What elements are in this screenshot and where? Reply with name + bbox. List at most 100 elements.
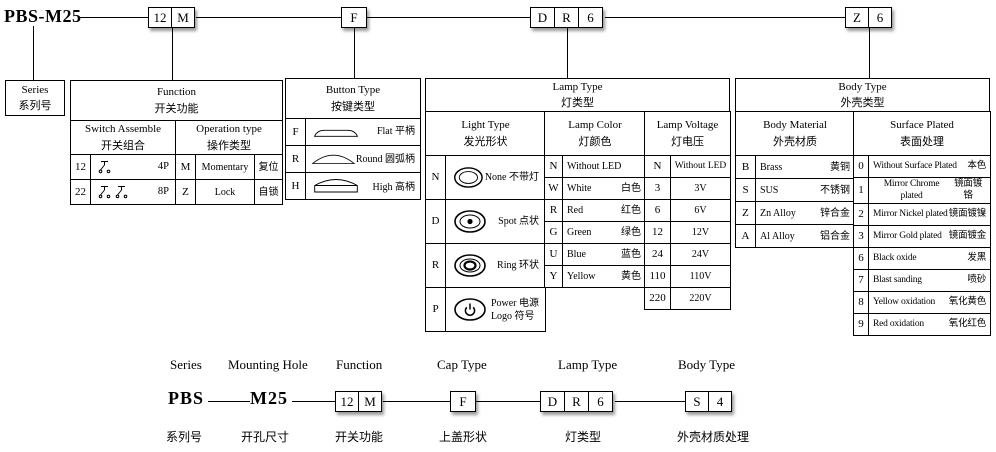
example-cn-lamp: 灯类型 (565, 430, 602, 444)
material-code: A (735, 224, 756, 248)
lamp-voltage-row: 110 110V (644, 265, 731, 288)
operation-header-zh: 操作类型 (207, 139, 251, 152)
connector-line (196, 17, 341, 18)
operation-type-header: Operation type 操作类型 (174, 120, 284, 155)
lamp-voltage-row: 24 24V (644, 243, 731, 266)
material-cell: Brass 黄铜 (754, 155, 856, 179)
code-cell: 4 (708, 391, 732, 412)
top-function-code-box: 12 M (148, 7, 195, 28)
material-code: S (735, 178, 756, 202)
surface-name-zh: 镜面镀金 (948, 231, 986, 242)
voltage-value: 24V (670, 243, 731, 266)
light-name-zh: 不带灯 (509, 172, 539, 183)
product-title: PBS-M25 (4, 6, 82, 26)
light-cell: Ring 环状 (445, 243, 546, 288)
operation-code: M (175, 154, 196, 180)
light-code: D (425, 199, 446, 244)
operation-code: Z (175, 179, 196, 205)
surface-code: 7 (853, 268, 869, 292)
light-type-table: Light Type 发光形状 N None 不带灯 D Spot (425, 111, 546, 332)
lamp-color-row: N Without LED (544, 155, 646, 178)
color-name-en: Without LED (567, 161, 622, 172)
voltage-value: Without LED (670, 155, 731, 178)
connector-line (383, 401, 450, 402)
code-cell: S (685, 391, 709, 412)
voltage-header-en: Lamp Voltage (656, 119, 719, 131)
voltage-value: 6V (670, 199, 731, 222)
assemble-code: 12 (70, 154, 91, 180)
example-mounting-code: M25 (250, 388, 288, 408)
power-logo-light-icon (454, 298, 486, 321)
connector-line (78, 17, 148, 18)
code-cell: R (564, 391, 589, 412)
code-cell: F (450, 391, 476, 412)
surface-name-zh: 本色 (967, 161, 986, 172)
top-cap-code-box: F (341, 7, 367, 28)
surface-name-zh: 镜面镀铬 (954, 179, 982, 202)
surface-name-zh: 氧化黄色 (948, 297, 986, 308)
voltage-value: 3V (670, 177, 731, 200)
light-type-row: N None 不带灯 (425, 155, 546, 200)
color-code: U (544, 243, 563, 266)
operation-zh: 自锁 (253, 179, 284, 205)
code-cell: M (171, 7, 195, 28)
surface-name-zh: 氧化红色 (948, 319, 986, 330)
example-cn-body: 外壳材质处理 (677, 430, 750, 444)
example-label-cap-type: Cap Type (437, 357, 487, 372)
light-cell: Spot 点状 (445, 199, 546, 244)
code-cell: R (554, 7, 579, 28)
body-material-header: Body Material 外壳材质 (734, 111, 856, 156)
color-name-zh: 红色 (621, 205, 641, 216)
cap-name-en: Round (355, 153, 383, 165)
voltage-code: 110 (644, 265, 671, 288)
operation-header-en: Operation type (196, 123, 262, 135)
assemble-header-en: Switch Assemble (84, 123, 162, 135)
surface-header-zh: 表面处理 (900, 135, 944, 148)
material-name-zh: 黄铜 (830, 161, 851, 173)
button-type-row: R Round 圆弧柄 (285, 145, 421, 173)
series-box: Series 系列号 (5, 80, 65, 116)
material-name-en: Zn Alloy (760, 207, 796, 219)
cap-name-en: High (372, 181, 393, 193)
surface-plated-table: Surface Plated 表面处理 0 Without Surface Pl… (853, 111, 991, 336)
example-label-body-type: Body Type (678, 357, 735, 372)
light-header-zh: 发光形状 (463, 135, 508, 148)
surface-name-en: Mirror Nickel plated (873, 209, 948, 220)
lamp-voltage-row: 220 220V (644, 287, 731, 310)
assemble-cell: 8P (90, 179, 176, 205)
material-name-en: Brass (760, 161, 783, 173)
top-body-code-box: Z 6 (845, 7, 892, 28)
example-label-mounting-hole: Mounting Hole (228, 357, 308, 372)
color-name-en: Yellow (567, 271, 596, 282)
lamp-voltage-row: 6 6V (644, 199, 731, 222)
button-type-table: Button Type 按键类型 F Flat 平柄 R (285, 78, 421, 200)
connector-line (33, 26, 34, 80)
voltage-value: 220V (670, 287, 731, 310)
none-light-icon (454, 167, 483, 188)
color-name-zh: 黄色 (621, 271, 641, 282)
lamp-voltage-row: 3 3V (644, 177, 731, 200)
function-table: Function 开关功能 Switch Assemble 开关组合 Opera… (69, 80, 284, 205)
round-cap-icon (311, 154, 356, 164)
function-header-en: Function (156, 86, 197, 98)
voltage-code: 220 (644, 287, 671, 310)
color-cell: Yellow 黄色 (562, 265, 646, 288)
voltage-header-zh: 灯电压 (671, 135, 704, 148)
lamp-header-en: Lamp Type (552, 80, 603, 93)
surface-name-en: Black oxide (873, 253, 917, 264)
